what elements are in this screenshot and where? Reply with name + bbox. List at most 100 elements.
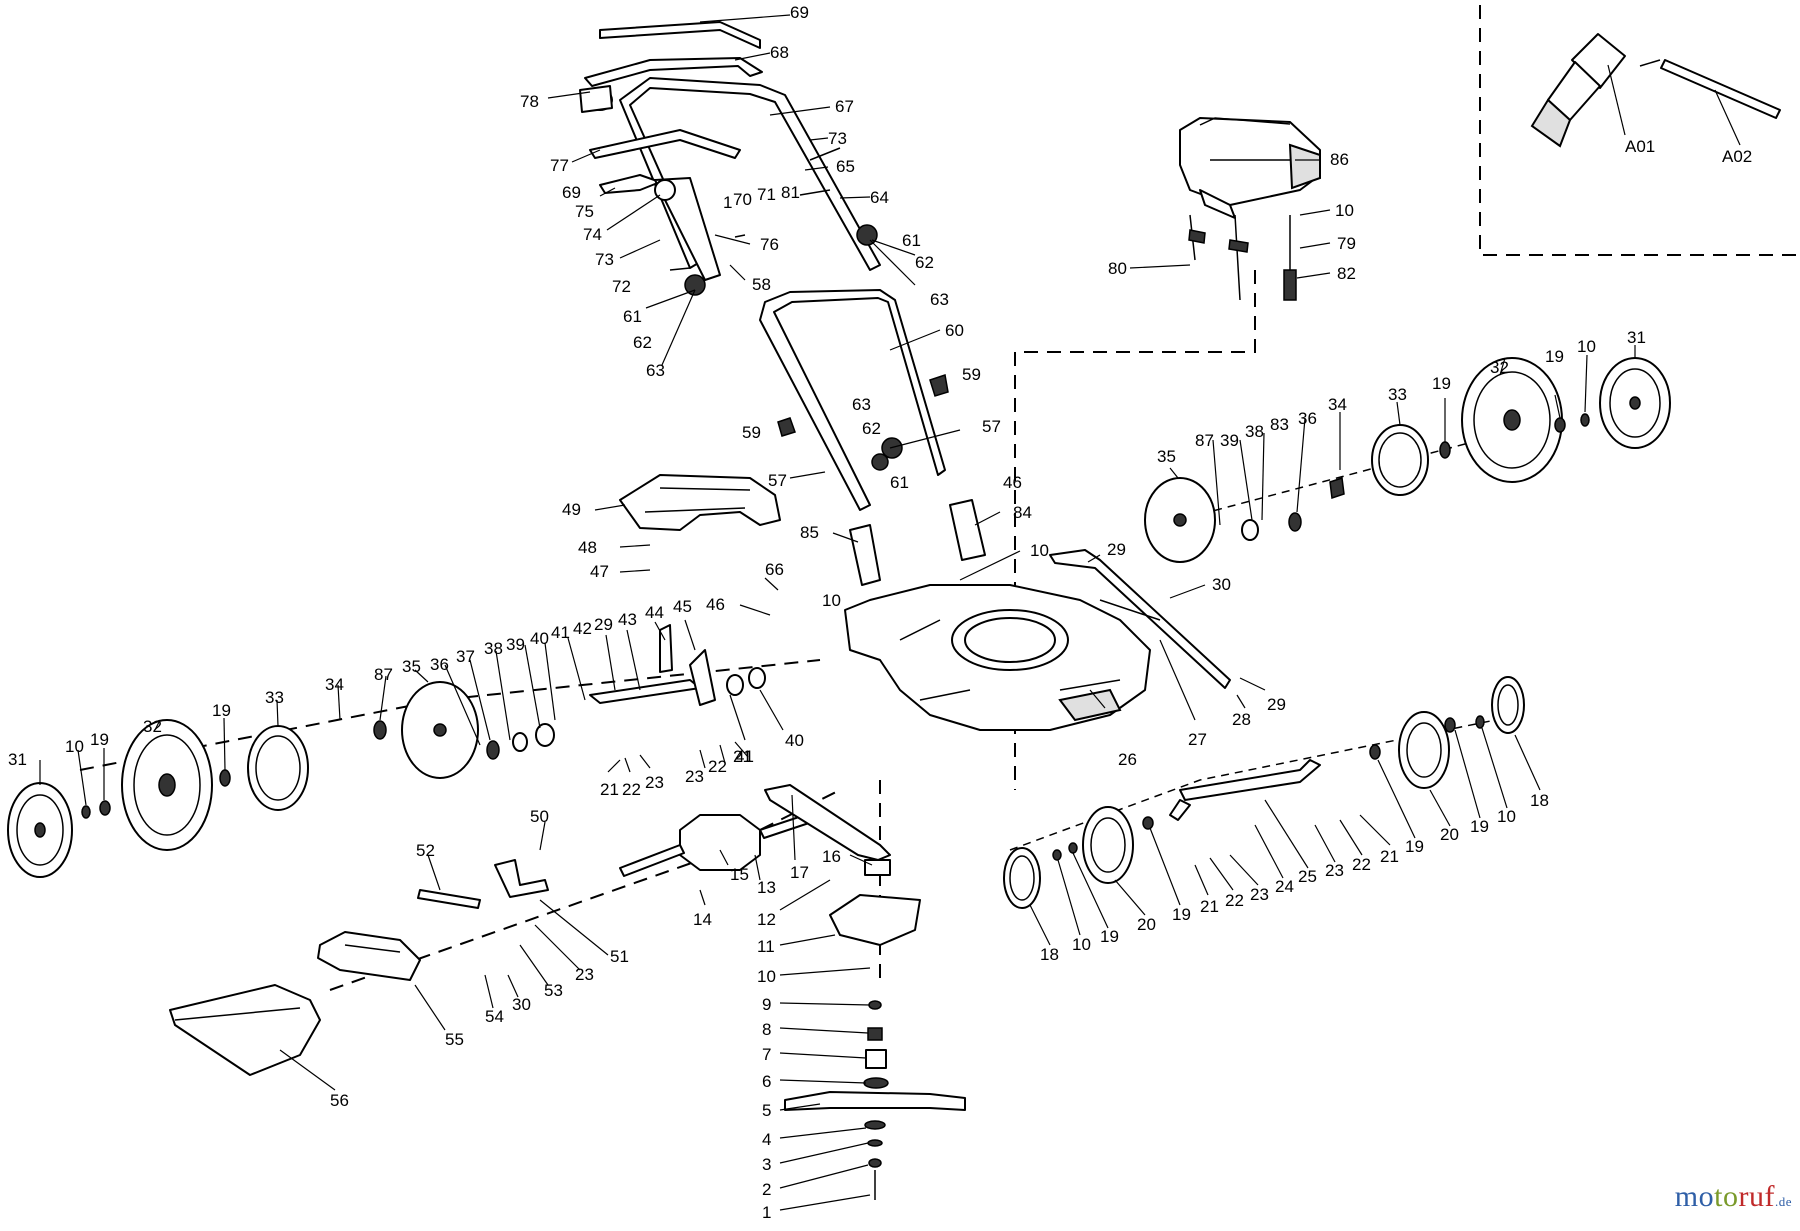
callout-30b: 30: [512, 995, 531, 1014]
grass-bag-56: [169, 984, 321, 1076]
right-rear-wheel-32: [1461, 357, 1563, 483]
callout-51: 51: [610, 947, 629, 966]
accessory-box-border: [1479, 5, 1800, 256]
callout-27: 27: [1188, 730, 1207, 749]
callout-33a: 33: [1388, 385, 1407, 404]
callout-10f: 10: [757, 967, 776, 986]
callout-59b: 59: [742, 423, 761, 442]
blade-adapter-parts: [829, 859, 921, 1089]
callout-11: 11: [757, 937, 775, 956]
callout-36b: 36: [430, 655, 449, 674]
left-wheel-ring-33: [247, 725, 309, 811]
callout-16: 16: [822, 847, 841, 866]
cutting-blade-5: [784, 1091, 966, 1111]
callout-65: 65: [836, 157, 855, 176]
callout-35b: 35: [402, 657, 421, 676]
callout-19f: 19: [1172, 905, 1191, 924]
callout-10h: 10: [1497, 807, 1516, 826]
engine: [1179, 117, 1321, 219]
callout-82: 82: [1337, 264, 1356, 283]
front-left-cap-18: [1003, 847, 1041, 909]
watermark-tld: .de: [1774, 1194, 1792, 1209]
callout-19b: 19: [1432, 374, 1451, 393]
callout-2: 2: [762, 1180, 771, 1199]
callout-20b: 20: [1440, 825, 1459, 844]
right-wheel-gear-set: [1241, 476, 1345, 541]
rear-drive-linkage: [589, 624, 766, 706]
callout-72: 72: [612, 277, 631, 296]
callout-69a: 69: [790, 3, 809, 22]
callout-61a: 61: [623, 307, 642, 326]
callout-70: 70: [733, 190, 752, 209]
callout-8: 8: [762, 1020, 771, 1039]
left-wheel-hub-35: [401, 681, 479, 779]
callout-10b: 10: [822, 591, 841, 610]
handle-bracket-left: [654, 177, 721, 281]
callout-7: 7: [762, 1045, 771, 1064]
rear-flap-49: [619, 474, 781, 531]
callout-78: 78: [520, 92, 539, 111]
callout-10e: 10: [65, 737, 84, 756]
watermark-part-to: to: [1714, 1180, 1739, 1213]
callout-A01: A01: [1625, 137, 1655, 156]
callout-87a: 87: [1195, 431, 1214, 450]
callout-63c: 63: [852, 395, 871, 414]
callout-12: 12: [757, 910, 776, 929]
callout-86: 86: [1330, 150, 1349, 169]
callout-46b: 46: [706, 595, 725, 614]
front-right-cap-18: [1491, 676, 1525, 734]
callout-38a: 38: [1245, 422, 1264, 441]
callout-4: 4: [762, 1130, 771, 1149]
callout-34b: 34: [325, 675, 344, 694]
callout-61b: 61: [902, 231, 921, 250]
callout-1b: 1: [723, 193, 732, 212]
callout-10a: 10: [1030, 541, 1049, 560]
callout-35a: 35: [1157, 447, 1176, 466]
callout-6: 6: [762, 1072, 771, 1091]
callout-10g: 10: [1072, 935, 1091, 954]
callout-10c: 10: [1335, 201, 1354, 220]
callout-62b: 62: [915, 253, 934, 272]
right-wheel-hub-35: [1144, 477, 1216, 563]
callout-26: 26: [1118, 750, 1137, 769]
callout-32b: 32: [143, 717, 162, 736]
callout-39a: 39: [1220, 431, 1239, 450]
callout-57a: 57: [982, 417, 1001, 436]
callout-68: 68: [770, 43, 789, 62]
callout-80: 80: [1108, 259, 1127, 278]
callout-48: 48: [578, 538, 597, 557]
callout-32a: 32: [1490, 358, 1509, 377]
callout-36a: 36: [1298, 409, 1317, 428]
callout-19a: 19: [1545, 347, 1564, 366]
callout-81: 81: [781, 183, 800, 202]
callout-62c: 62: [862, 419, 881, 438]
callout-53: 53: [544, 981, 563, 1000]
callout-76: 76: [760, 235, 779, 254]
callout-34a: 34: [1328, 395, 1347, 414]
watermark-part-mo: mo: [1674, 1180, 1715, 1213]
callout-62a: 62: [633, 333, 652, 352]
callout-24: 24: [1275, 877, 1294, 896]
callout-19c: 19: [90, 730, 109, 749]
callout-63b: 63: [930, 290, 949, 309]
callout-19d: 19: [212, 701, 231, 720]
callout-63a: 63: [646, 361, 665, 380]
front-left-wheel-20: [1082, 806, 1134, 884]
callout-25: 25: [1298, 867, 1317, 886]
accessory-rod: [1660, 59, 1781, 119]
callout-10d: 10: [1577, 337, 1596, 356]
callout-66: 66: [765, 560, 784, 579]
callout-40a: 40: [530, 629, 549, 648]
engine-to-deck-line: [1014, 270, 1256, 790]
callout-31a: 31: [1627, 328, 1646, 347]
callout-23b: 23: [685, 767, 704, 786]
callout-15: 15: [730, 865, 749, 884]
callout-74: 74: [583, 225, 602, 244]
right-wheel-ring-33: [1371, 424, 1429, 496]
callout-75: 75: [575, 202, 594, 221]
callout-labels: 69 68 78 67 77 73 65 64 69 75 70 71 81 1…: [8, 3, 1752, 1222]
callout-56: 56: [330, 1091, 349, 1110]
callout-13: 13: [757, 878, 776, 897]
callout-45: 45: [673, 597, 692, 616]
